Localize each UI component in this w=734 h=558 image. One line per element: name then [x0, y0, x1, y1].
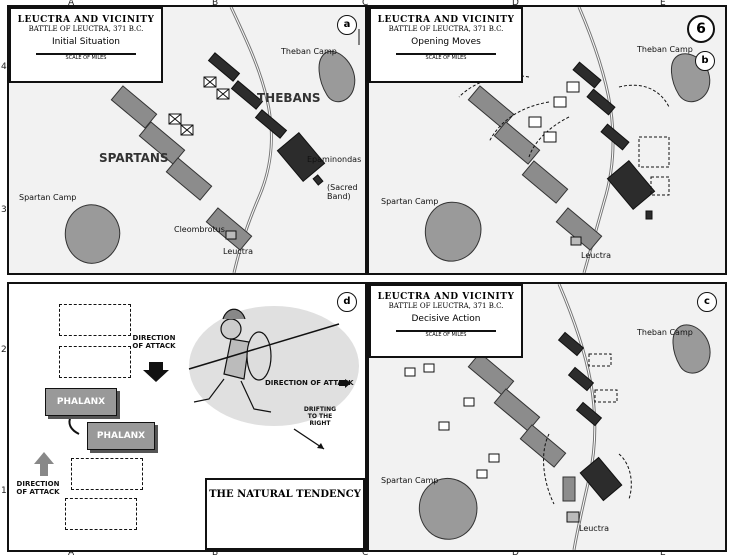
phalanx-block-1: PHALANX — [45, 388, 117, 416]
cleombrotus-marker — [225, 230, 237, 240]
grid-col-a-bottom: A — [68, 548, 75, 558]
panel-b-scale-label: SCALE OF MILES — [425, 55, 467, 61]
cleombrotus-marker — [570, 236, 582, 246]
theban-camp-terrain — [672, 324, 711, 374]
dashed-block-1 — [59, 304, 131, 336]
natural-tendency-caption: THE NATURAL TENDENCY — [205, 478, 365, 550]
grid-col-c-bottom: C — [362, 548, 369, 558]
dashed-block-4 — [65, 498, 137, 530]
panel-c-scale-bar — [396, 330, 496, 332]
panel-a-map-graphic — [64, 7, 360, 273]
grid-row-1: 1 — [1, 486, 7, 496]
panel-a-scale-bar — [36, 53, 136, 55]
label-direction-attack-top: DIRECTION OF ATTACK — [132, 334, 176, 350]
spartan-battle-line — [110, 85, 253, 251]
panel-a-letter-badge: a — [337, 15, 357, 35]
dashed-block-2 — [59, 346, 131, 378]
grid-col-b-bottom: B — [212, 548, 219, 558]
panel-d-diagram-graphic — [34, 306, 359, 476]
theban-camp-terrain — [318, 50, 356, 103]
label-spartan-camp: Spartan Camp — [19, 193, 77, 202]
panel-c-title-box: LEUCTRA AND VICINITY BATTLE OF LEUCTRA, … — [369, 284, 523, 358]
cavalry-units — [404, 363, 500, 479]
panel-b-title: LEUCTRA AND VICINITY — [377, 15, 515, 25]
panel-a-title: LEUCTRA AND VICINITY — [17, 15, 155, 25]
label-leuctra: Leuctra — [581, 251, 612, 260]
panel-a-initial-situation: LEUCTRA AND VICINITY BATTLE OF LEUCTRA, … — [7, 5, 367, 275]
spartan-camp-terrain — [418, 478, 478, 540]
panel-c-caption: Decisive Action — [411, 314, 481, 324]
grid-row-4: 4 — [1, 62, 7, 72]
phalanx-block-2: PHALANX — [87, 422, 155, 450]
label-drifting: DRIFTING TO THE RIGHT — [303, 406, 337, 427]
label-direction-attack-right: DIRECTION OF ATTACK — [265, 379, 354, 387]
grid-col-c-top: C — [362, 0, 369, 8]
map-number-badge: 6 — [687, 15, 715, 43]
label-cleombrotus: Cleombrotus — [174, 225, 225, 234]
label-spartan-camp: Spartan Camp — [381, 476, 439, 485]
direction-arrows — [34, 362, 351, 476]
dashed-block-3 — [71, 458, 143, 490]
label-theban-camp: Theban Camp — [637, 328, 693, 337]
cavalry-units — [528, 81, 580, 143]
theban-battle-line — [572, 61, 656, 220]
label-theban-camp: Theban Camp — [281, 47, 337, 56]
spartan-camp-terrain — [64, 204, 121, 264]
panel-c-scale-label: SCALE OF MILES — [425, 332, 467, 338]
label-epaminondas: Epaminondas — [307, 155, 362, 164]
grid-col-a-top: A — [68, 0, 75, 8]
panel-b-opening-moves: LEUCTRA AND VICINITY BATTLE OF LEUCTRA, … — [367, 5, 727, 275]
grid-col-b-top: B — [212, 0, 219, 8]
grid-col-d-bottom: D — [512, 548, 519, 558]
panel-c-decisive-action: LEUCTRA AND VICINITY BATTLE OF LEUCTRA, … — [367, 282, 727, 552]
label-theban-camp: Theban Camp — [637, 45, 693, 54]
panel-a-title-box: LEUCTRA AND VICINITY BATTLE OF LEUCTRA, … — [9, 7, 163, 83]
theban-battle-line — [557, 331, 623, 502]
hoplite-soldier-icon — [188, 308, 340, 413]
panel-b-title-box: LEUCTRA AND VICINITY BATTLE OF LEUCTRA, … — [369, 7, 523, 83]
movement-arrows — [543, 353, 632, 505]
panel-a-scale-label: SCALE OF MILES — [65, 55, 107, 61]
grid-row-2: 2 — [1, 345, 7, 355]
panel-b-scale-bar — [396, 53, 496, 55]
grid-col-e-top: E — [660, 0, 666, 8]
panel-a-caption: Initial Situation — [52, 37, 120, 47]
label-leuctra: Leuctra — [223, 247, 254, 256]
label-direction-attack-bottom: DIRECTION OF ATTACK — [16, 480, 60, 496]
panel-b-subtitle: BATTLE OF LEUCTRA, 371 B.C. — [388, 25, 504, 33]
spartan-battle-line — [467, 85, 603, 251]
panel-c-map-graphic — [404, 284, 711, 550]
grid-col-d-top: D — [512, 0, 519, 8]
panel-c-title: LEUCTRA AND VICINITY — [377, 292, 515, 302]
cleombrotus-marker — [566, 511, 580, 523]
panel-b-letter-badge: b — [695, 51, 715, 71]
cavalry-units — [168, 76, 230, 136]
panel-a-subtitle: BATTLE OF LEUCTRA, 371 B.C. — [28, 25, 144, 33]
grid-row-3: 3 — [1, 205, 7, 215]
panel-c-letter-badge: c — [697, 292, 717, 312]
panel-d-natural-tendency: d PHALANX PHALANX DIRECTION OF ATTACK DI… — [7, 282, 367, 552]
spartan-camp-terrain — [424, 201, 482, 262]
label-spartans: SPARTANS — [99, 151, 169, 165]
panel-d-letter-badge: d — [337, 292, 357, 312]
label-sacred-band: (Sacred Band) — [327, 183, 358, 201]
panel-c-subtitle: BATTLE OF LEUCTRA, 371 B.C. — [388, 302, 504, 310]
theban-battle-line — [207, 52, 326, 186]
panel-b-caption: Opening Moves — [411, 37, 481, 47]
label-thebans: THEBANS — [257, 91, 321, 105]
label-leuctra: Leuctra — [579, 524, 610, 533]
spartan-battle-line — [467, 352, 576, 502]
grid-col-e-bottom: E — [660, 548, 666, 558]
label-spartan-camp: Spartan Camp — [381, 197, 439, 206]
